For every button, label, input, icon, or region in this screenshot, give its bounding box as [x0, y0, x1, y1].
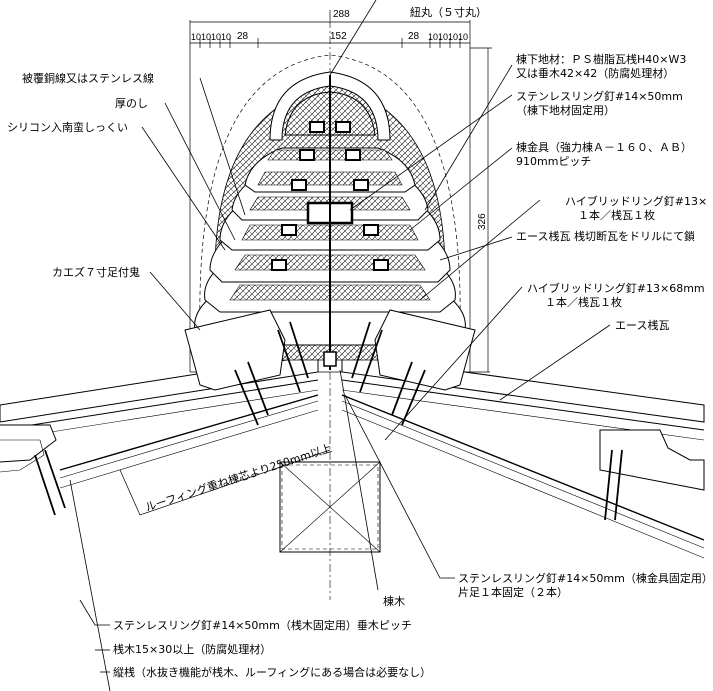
label-ace-kirikawara: エース桟瓦 桟切断瓦をドリルにて鎖 — [516, 230, 695, 243]
label-stainless-nail-b-2: 片足１本固定（２本） — [458, 586, 568, 599]
ridge-beam — [279, 461, 381, 553]
label-silicone: シリコン入南蛮しっくい — [7, 121, 128, 134]
label-mune-shitaji-1: 棟下地材：ＰＳ樹脂瓦桟H40×W3 — [516, 53, 687, 66]
label-mune-shitaji-2: 又は垂木42×42（防腐処理材） — [516, 67, 675, 80]
ridge-outline-dashed — [199, 54, 461, 331]
label-hifuku-dousen: 被覆銅線又はステンレス線 — [22, 72, 154, 85]
label-hybrid-nail-1-2: １本／桟瓦１枚 — [578, 209, 655, 222]
dim-right-28: 28 — [408, 31, 420, 42]
label-mune-kanagu-1: 棟金具（強力棟Ａ－１６０、ＡＢ） — [516, 141, 692, 154]
label-stainless-nail-a-1: ステンレスリング釘#14×50mm — [516, 90, 683, 103]
dim-right-row: 10101010 — [428, 32, 469, 42]
leader-lines — [69, 0, 611, 691]
dim-left-28: 28 — [237, 31, 249, 42]
base-tiles — [184, 309, 476, 391]
label-hybrid-nail-1-1: ハイブリッドリング釘#13× — [565, 195, 708, 208]
label-tatesan: 縦桟（水抜き機能が桟木、ルーフィングにある場合は必要なし） — [113, 666, 432, 679]
label-stainless-nail-c: ステンレスリング釘#14×50mm（桟木固定用）垂木ピッチ — [113, 619, 412, 632]
ridge-bracket-base — [323, 351, 337, 367]
label-kaezu: カエズ７寸足付鬼 — [52, 266, 140, 279]
clip-blocks — [271, 121, 389, 271]
label-mune-kanagu-2: 910mmピッチ — [516, 155, 592, 168]
label-atsunoshi: 厚のし — [115, 97, 148, 110]
label-hybrid-nail-2-1: ハイブリッドリング釘#13×68mm — [527, 282, 705, 295]
label-sangi: 桟木15×30以上（防腐処理材） — [113, 643, 272, 656]
dim-left-row: 10101010 — [191, 32, 232, 42]
roofing-note-bracket — [119, 449, 331, 516]
dim-center: 152 — [330, 31, 347, 42]
nails — [34, 321, 623, 521]
label-ace-sangawara: エース桟瓦 — [615, 319, 670, 332]
dim-height: 326 — [477, 213, 488, 230]
label-munagi: 棟木 — [383, 595, 405, 608]
roof-slope-right — [341, 354, 705, 559]
label-himo-maru: 紐丸（５寸丸） — [410, 6, 487, 19]
label-stainless-nail-b-1: ステンレスリング釘#14×50mm（棟金具固定用） — [458, 572, 713, 585]
dim-top-total: 288 — [333, 9, 350, 20]
label-hybrid-nail-2-2: １本／桟瓦１枚 — [545, 296, 622, 309]
label-stainless-nail-a-2: （棟下地材固定用） — [516, 104, 615, 117]
